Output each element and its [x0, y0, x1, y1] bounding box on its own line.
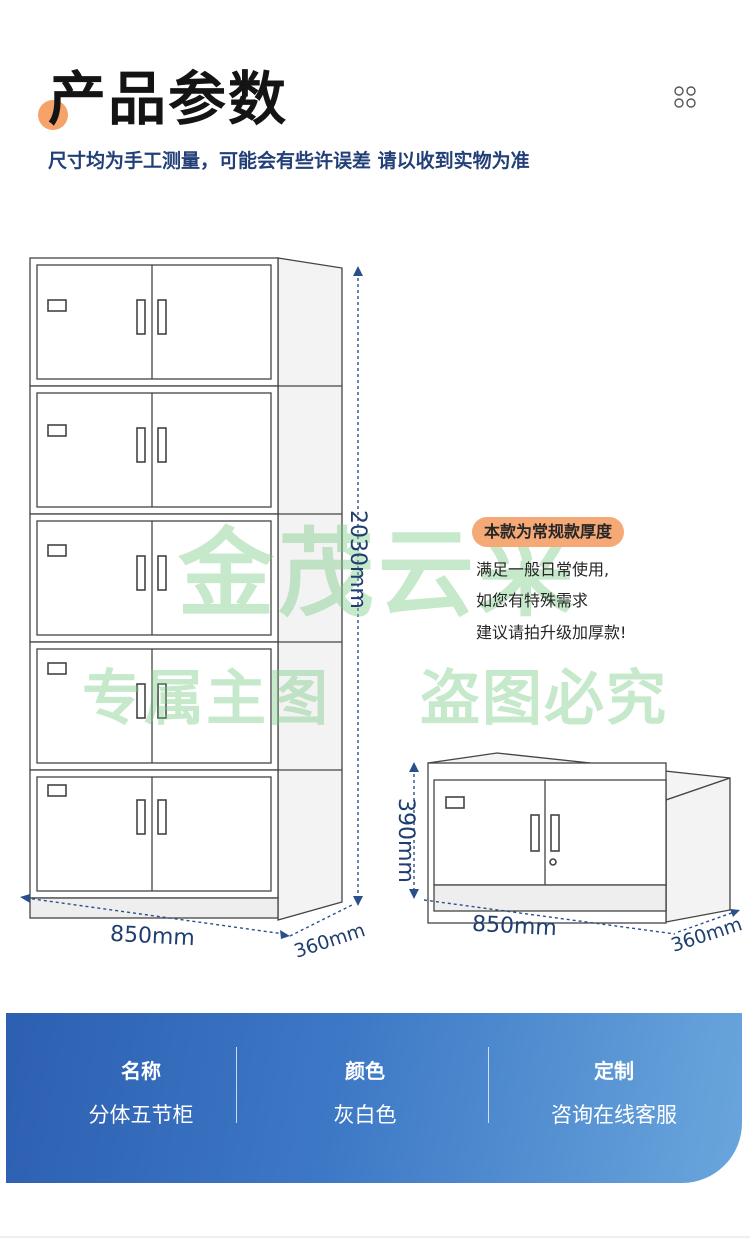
spec-color-label: 颜色 — [345, 1059, 385, 1083]
spec-custom-label: 定制 — [594, 1059, 634, 1083]
short-width-label: 850mm — [471, 911, 558, 942]
title-block: 产品参数 — [38, 52, 348, 133]
spec-divider-2 — [488, 1047, 489, 1123]
spec-color: 颜色 灰白色 — [244, 1013, 486, 1183]
short-height-label: 390mm — [393, 798, 418, 883]
spec-name-label: 名称 — [121, 1059, 161, 1083]
thickness-badge: 本款为常规款厚度 — [472, 517, 625, 547]
title-accent-dot — [38, 100, 68, 130]
bottom-divider — [0, 1236, 750, 1238]
spec-color-value: 灰白色 — [333, 1103, 397, 1127]
tall-width-label: 850mm — [109, 921, 196, 952]
spec-name: 名称 分体五节柜 — [26, 1013, 256, 1183]
page-title: 产品参数 — [48, 65, 289, 133]
note-line-3: 建议请拍升级加厚款! — [476, 623, 627, 642]
spec-divider-1 — [236, 1047, 237, 1123]
note-line-1: 满足一般日常使用, — [476, 560, 610, 579]
spec-custom: 定制 咨询在线客服 — [496, 1013, 732, 1183]
spec-panel: 名称 分体五节柜 颜色 灰白色 定制 咨询在线客服 — [6, 1013, 742, 1183]
page-subtitle: 尺寸均为手工测量，可能会有些许误差 请以收到实物为准 — [48, 150, 530, 172]
cabinet-drawing — [20, 257, 741, 939]
spec-custom-value: 咨询在线客服 — [551, 1103, 677, 1127]
spec-name-value: 分体五节柜 — [88, 1103, 194, 1127]
note-line-2: 如您有特殊需求 — [476, 591, 589, 610]
menu-dots-icon[interactable] — [673, 86, 697, 108]
tall-height-label: 2030mm — [345, 510, 370, 609]
